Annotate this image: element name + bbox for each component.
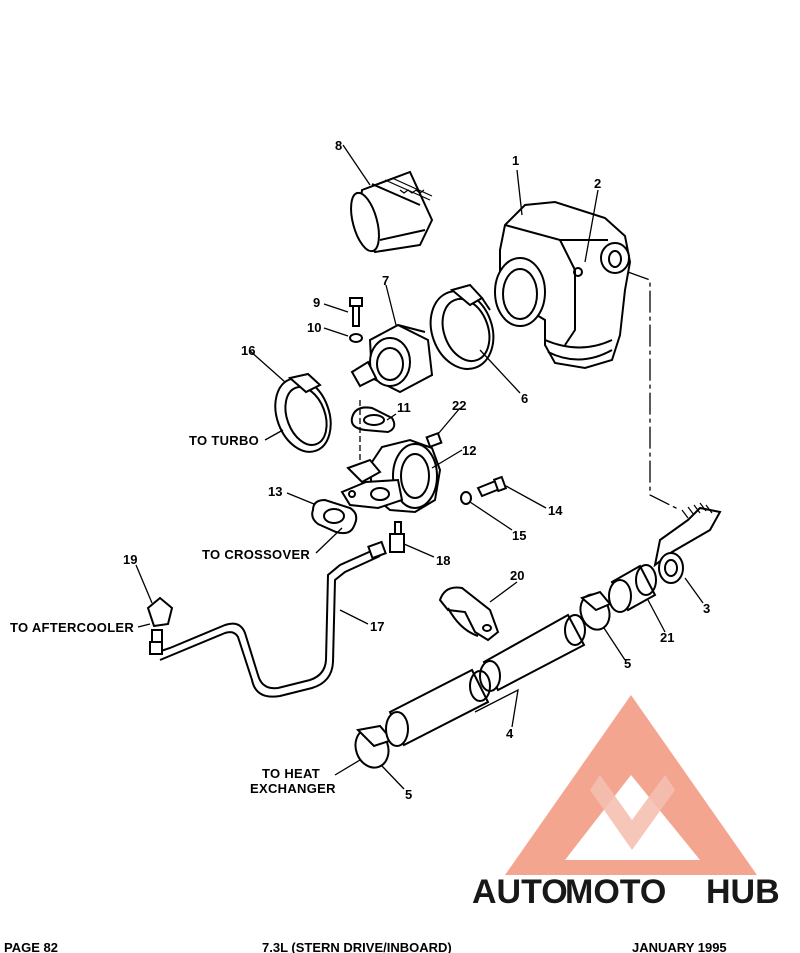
part-20-bracket (438, 586, 500, 642)
leader-lines (135, 144, 704, 790)
footer-model: 7.3L (STERN DRIVE/INBOARD) (262, 941, 452, 953)
callout-8: 8 (335, 138, 342, 153)
label-exchanger: EXCHANGER (250, 781, 336, 796)
callout-6: 6 (521, 391, 528, 406)
footer-page-number: PAGE 82 (4, 941, 58, 953)
callout-13: 13 (268, 484, 282, 499)
callout-20: 20 (510, 568, 524, 583)
part-19-fitting (146, 596, 174, 655)
callout-11: 11 (397, 400, 411, 415)
automotohub-watermark: AUTO MOTO HUB (472, 695, 780, 911)
label-to-crossover: TO CROSSOVER (202, 547, 310, 562)
part-21-hose (608, 564, 657, 613)
callout-21: 21 (660, 630, 674, 645)
part-16-clamp (274, 372, 332, 453)
callout-15: 15 (512, 528, 526, 543)
part-6-clamp (429, 283, 495, 370)
part-12-valve (340, 438, 442, 514)
watermark-triangle-icon (505, 695, 757, 875)
callout-18: 18 (436, 553, 450, 568)
callout-10: 10 (307, 320, 321, 335)
part-13-gasket (311, 498, 358, 535)
callout-22: 22 (452, 398, 466, 413)
callout-16: 16 (241, 343, 255, 358)
page-footer: PAGE 82 7.3L (STERN DRIVE/INBOARD) JANUA… (0, 941, 800, 953)
destination-labels: TO TURBO TO CROSSOVER TO AFTERCOOLER TO … (10, 433, 336, 796)
label-to-heat: TO HEAT (262, 766, 320, 781)
part-7-adapter (350, 323, 434, 394)
footer-date: JANUARY 1995 (632, 941, 727, 953)
part-17-tube (157, 540, 387, 698)
part-8-hose (350, 170, 434, 254)
label-to-aftercooler: TO AFTERCOOLER (10, 620, 134, 635)
part-1-exhaust-elbow (494, 200, 632, 370)
part-18-fitting (389, 521, 405, 553)
watermark-auto: AUTO (472, 873, 568, 911)
part-22-fitting (425, 431, 443, 449)
callout-12: 12 (462, 443, 476, 458)
part-11-gasket (350, 406, 396, 434)
callout-3: 3 (703, 601, 710, 616)
part-14-bolt (476, 475, 508, 498)
part-4-hose-upper (479, 613, 586, 692)
label-to-turbo: TO TURBO (189, 433, 259, 448)
watermark-hub: HUB (706, 873, 780, 911)
watermark-moto: MOTO (565, 873, 666, 911)
callout-17: 17 (370, 619, 384, 634)
callout-2: 2 (594, 176, 601, 191)
part-9-bolt (349, 297, 363, 327)
callout-5-upper: 5 (624, 656, 631, 671)
callout-19: 19 (123, 552, 137, 567)
callout-1: 1 (512, 153, 519, 168)
callout-5-lower: 5 (405, 787, 412, 802)
part-3-hose-elbow (653, 502, 722, 584)
callout-7: 7 (382, 273, 389, 288)
part-5-clamp-upper (579, 590, 612, 631)
callout-4: 4 (506, 726, 514, 741)
callout-9: 9 (313, 295, 320, 310)
callout-numbers: 1 2 3 4 5 5 6 7 8 9 10 11 12 13 14 15 16… (123, 138, 710, 802)
hose-routing-line (627, 271, 681, 511)
part-4-hose-lower (385, 668, 491, 747)
part-10-washer (349, 333, 363, 343)
part-15-washer (460, 491, 472, 505)
callout-14: 14 (548, 503, 563, 518)
